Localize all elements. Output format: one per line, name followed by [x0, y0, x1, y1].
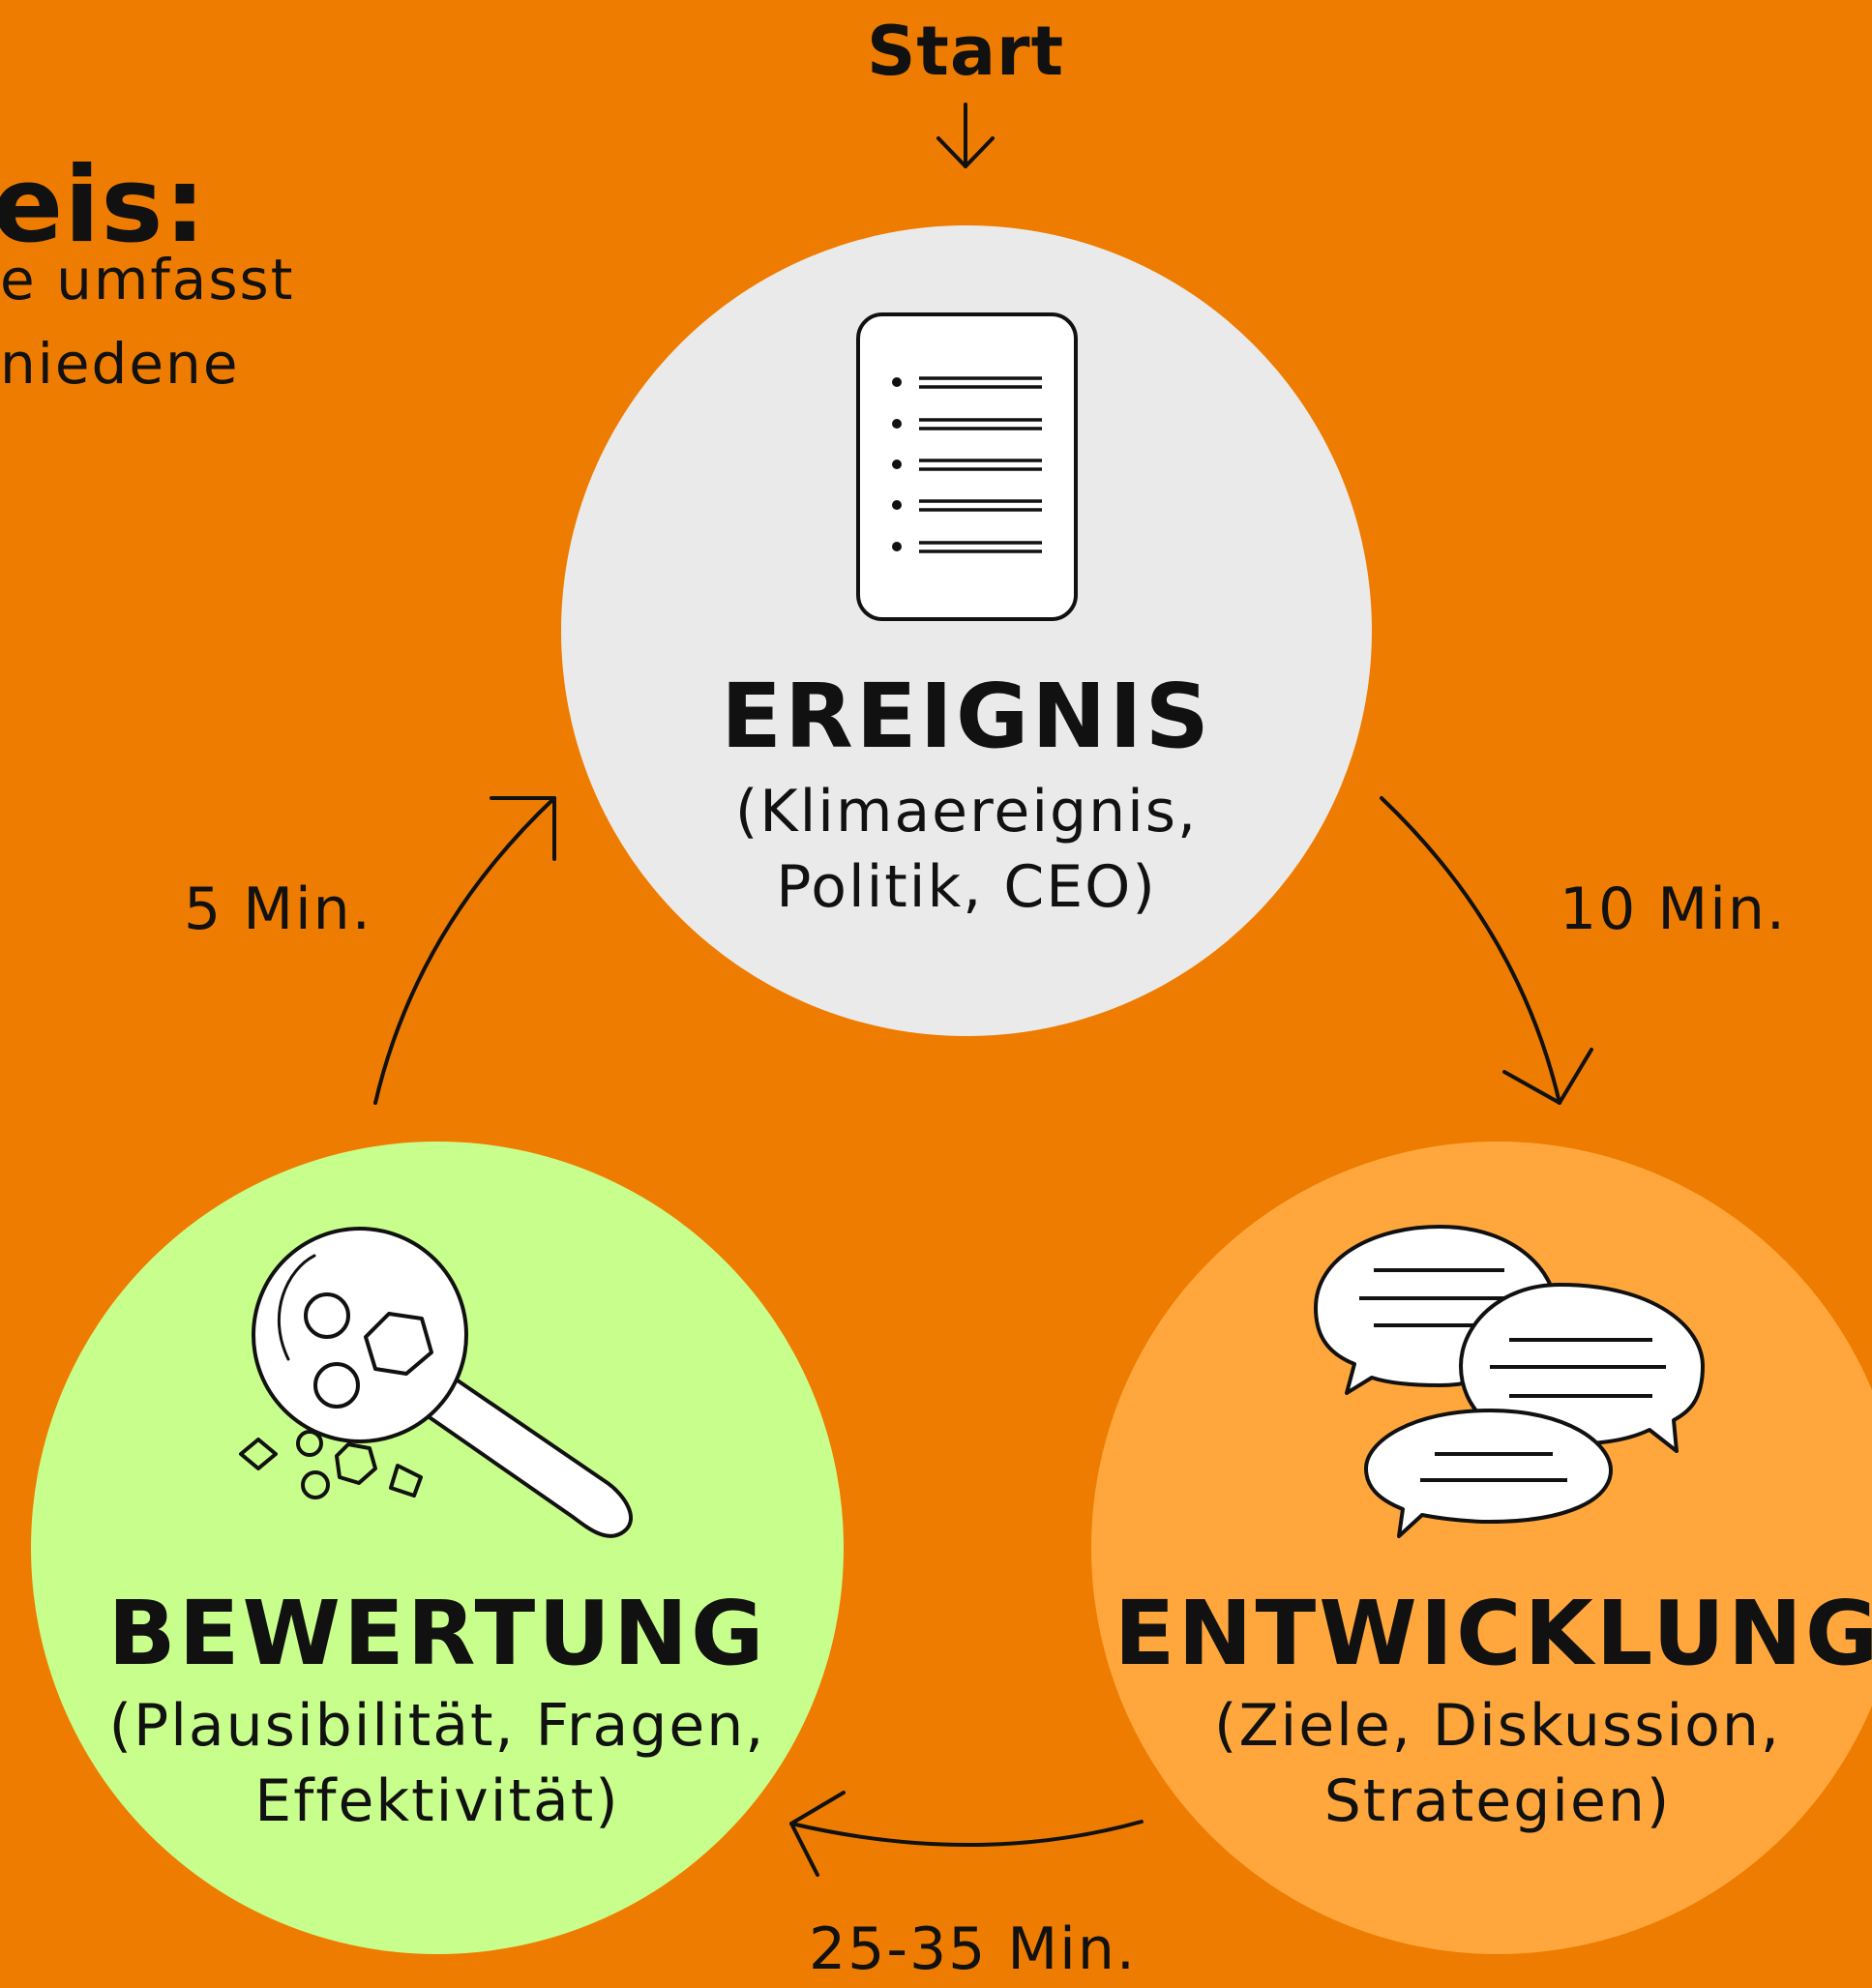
intro-heading: eis:	[0, 145, 207, 266]
ereignis-title: EREIGNIS	[721, 665, 1212, 768]
arrow-entwicklung-to-bewertung	[789, 1791, 1144, 1877]
magnifying-glass-icon	[239, 1227, 633, 1538]
intro-line-1: e umfasst	[0, 247, 295, 312]
bewertung-subtitle-2: Effektivität)	[254, 1767, 620, 1835]
bewertung-title: BEWERTUNG	[107, 1582, 767, 1685]
speech-bubbles-icon	[1314, 1225, 1705, 1538]
entwicklung-subtitle-2: Strategien)	[1323, 1767, 1672, 1835]
bewertung-subtitle-1: (Plausibilität, Fragen,	[108, 1692, 766, 1760]
intro-line-2: niedene	[0, 331, 240, 397]
arrow-bewertung-to-ereignis	[373, 796, 556, 1105]
duration-entwicklung-to-bewertung: 25-35 Min.	[809, 1915, 1137, 1983]
ereignis-subtitle-1: (Klimaereignis,	[734, 778, 1199, 846]
start-label: Start	[866, 12, 1065, 91]
entwicklung-title: ENTWICKLUNG	[1114, 1582, 1872, 1685]
document-list-icon	[856, 312, 1078, 621]
arrow-down-icon	[936, 103, 995, 168]
arrow-ereignis-to-entwicklung	[1380, 796, 1593, 1105]
duration-ereignis-to-entwicklung: 10 Min.	[1560, 875, 1787, 943]
duration-bewertung-to-ereignis: 5 Min.	[184, 875, 372, 943]
entwicklung-subtitle-1: (Ziele, Diskussion,	[1214, 1692, 1781, 1760]
ereignis-subtitle-2: Politik, CEO)	[776, 853, 1157, 921]
